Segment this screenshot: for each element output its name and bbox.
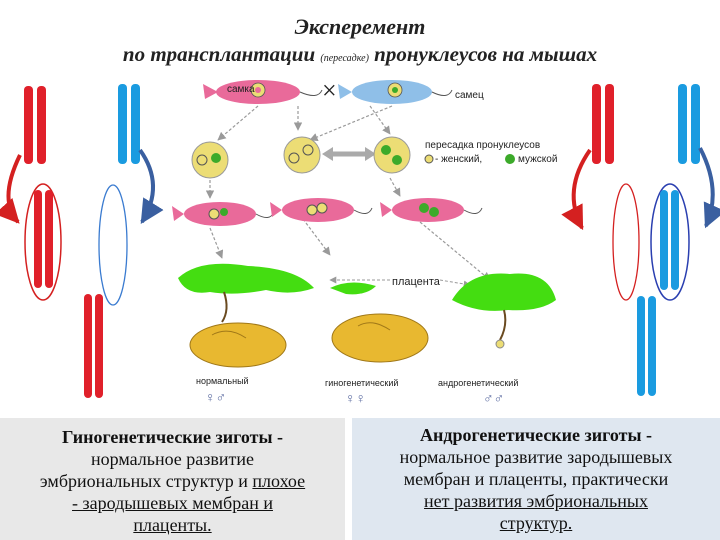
zygote-left [191,141,229,179]
male-label: самец [455,90,484,101]
sex-gyno: ♀♀ [345,392,366,407]
gynogenetic-embryo [330,282,429,363]
outcome-gyno-label: гиногенетический [325,378,398,388]
blue-chromosome-pair-r [678,84,700,164]
gyno-line-4: - зародышевых мембран и [72,493,273,513]
blue-curved-arrow-r [698,147,720,229]
gyno-line-3a: эмбриональных структур и [39,471,253,491]
female-mouse [203,80,323,104]
androgenetic-description: Андрогенетические зиготы - нормальное ра… [352,418,720,540]
red-curved-arrow [0,154,22,224]
right-chromosomes [561,84,720,396]
andro-line-5: структур. [499,513,573,533]
title-note: (пересадке) [320,53,369,64]
outcome-normal-label: нормальный [196,376,249,386]
blue-outline [98,184,128,306]
sex-andro: ♂♂ [483,392,504,407]
male-mouse [338,80,453,104]
left-chromosomes [0,84,164,398]
red-outline-r [612,183,640,301]
gyno-line-5: плаценты. [133,515,212,535]
female-pronucleus-icon [424,154,434,164]
red-chromosome-pair-2 [34,190,53,288]
gyno-header: Гиногенетические зиготы - [61,427,284,447]
red-chromosome-pair [24,86,46,164]
andro-line-2: нормальное развитие зародышевых [399,447,673,467]
outcome-andro-label: андрогенетический [438,378,518,388]
male-pronucleus-icon [505,154,515,164]
androgenetic-embryo [452,273,556,349]
placenta-label: плацента [392,276,441,288]
female-label: самка [227,84,255,95]
title-text-a: по трансплантации [122,42,321,66]
red-curved-arrow-r [561,148,592,231]
blue-chromosome-pair-r3 [637,296,656,396]
blue-chromosome-pair [118,84,140,164]
flow-arrows [205,105,491,281]
foster-mouse-middle [270,198,373,222]
foster-mouse-left [172,202,275,226]
andro-line-3: мембран и плаценты, практически [403,469,669,489]
title-line-2: по трансплантации (пересадке) пронуклеус… [0,42,720,67]
title-line-1: Эксперемент [294,14,426,39]
male-pronucleus-label: мужской [518,154,557,165]
female-pronucleus-label: - женский, [435,154,482,165]
cross-symbol: × [322,76,337,105]
foster-mouse-right [380,198,483,222]
blue-outline-r [650,183,690,301]
red-outline [24,183,62,301]
zygote-right [373,136,411,174]
gyno-line-3b: плохое [252,471,306,491]
andro-header: Андрогенетические зиготы - [419,425,653,445]
blue-curved-arrow [138,148,164,225]
title-text-b: пронуклеусов на мышах [368,42,598,66]
gyno-line-2: нормальное развитие [90,449,255,469]
normal-embryo [178,263,314,368]
transplant-label: пересадка пронуклеусов [425,140,540,151]
blue-chromosome-pair-r2 [660,190,679,290]
sex-normal: ♀♂ [205,391,226,406]
gynogenetic-description: Гиногенетические зиготы - нормальное раз… [0,418,345,540]
zygote-middle [283,136,321,174]
red-chromosome-pair-r [592,84,614,164]
gyno-line-3: эмбриональных структур и плохое [0,470,345,492]
andro-line-4: нет развития эмбриональных [424,491,648,511]
red-chromosome-pair-3 [84,294,103,398]
